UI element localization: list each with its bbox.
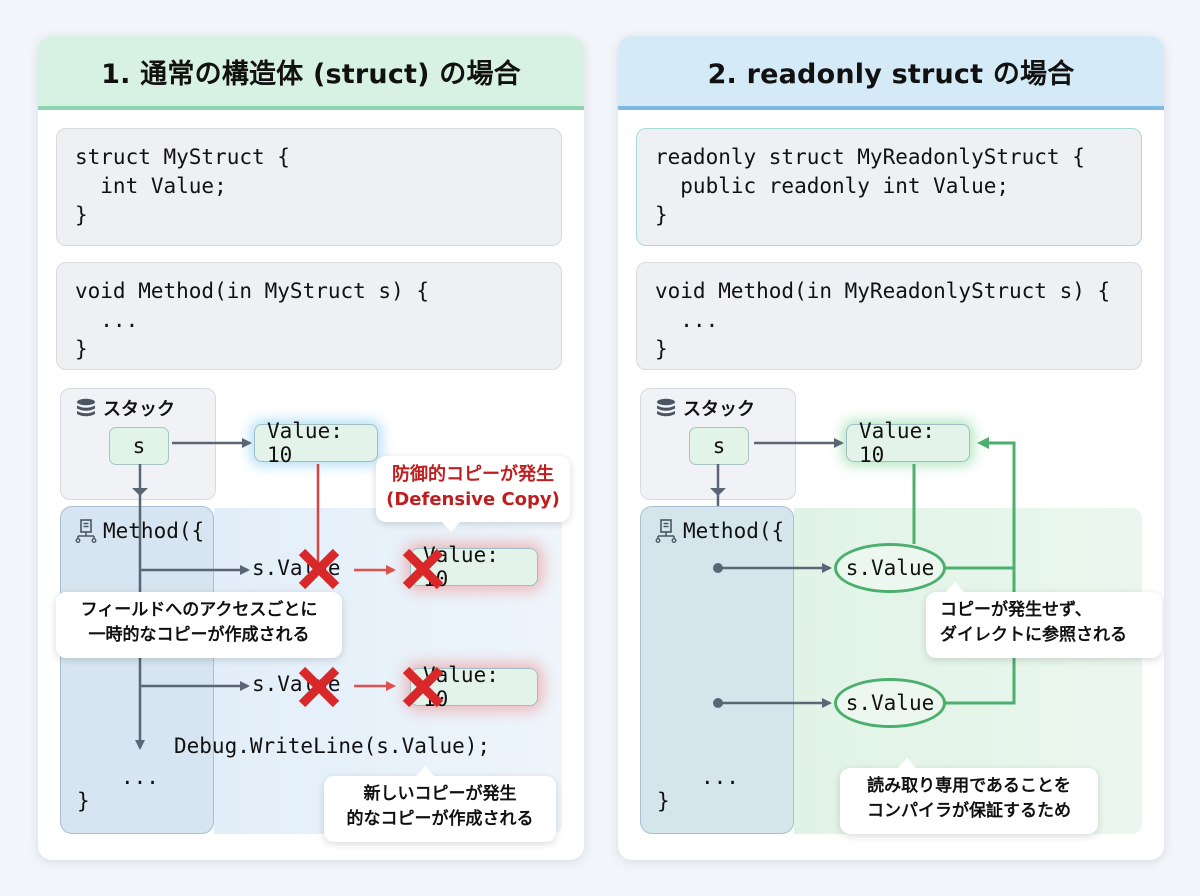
method-signature-code: void Method(in MyStruct s) { ... }	[56, 262, 562, 370]
callout-defensive-copy: 防御的コピーが発生 (Defensive Copy)	[376, 456, 570, 532]
panel-normal-struct: 1. 通常の構造体 (struct) の場合 struct MyStruct {…	[38, 36, 584, 860]
value-node: Value: 10	[254, 419, 378, 467]
panel-title: 1. 通常の構造体 (struct) の場合	[38, 36, 584, 110]
method-frame: Method({ ... }	[60, 506, 214, 834]
cross-icon	[402, 666, 444, 708]
cross-icon	[402, 548, 444, 590]
struct-definition-code: readonly struct MyReadonlyStruct { publi…	[636, 128, 1142, 246]
method-label: Method({	[103, 519, 205, 543]
method-frame: Method({ ... }	[640, 506, 794, 834]
callout-new-copy: 新しいコピーが発生 的なコピーが作成される	[324, 766, 556, 842]
panel-readonly-struct: 2. readonly struct の場合 readonly struct M…	[618, 36, 1164, 860]
field-access-2: s.Value	[834, 678, 946, 728]
ellipsis: ...	[121, 765, 159, 789]
database-icon	[77, 398, 95, 417]
stack-frame: スタック s	[640, 388, 796, 500]
panel-title: 2. readonly struct の場合	[618, 36, 1164, 110]
field-access-1: s.Value	[834, 543, 946, 593]
closing-brace: }	[657, 789, 670, 813]
callout-direct-reference: コピーが発生せず、 ダイレクトに参照される	[926, 582, 1162, 658]
method-label: Method({	[683, 519, 785, 543]
value-node: Value: 10	[846, 419, 970, 467]
ellipsis: ...	[701, 765, 739, 789]
network-node-icon	[655, 519, 677, 543]
cross-icon	[298, 666, 340, 708]
closing-brace: }	[77, 789, 90, 813]
network-node-icon	[75, 519, 97, 543]
stack-frame: スタック s	[60, 388, 216, 500]
callout-compiler-guarantee: 読み取り専用であることを コンパイラが保証するため	[840, 758, 1098, 834]
cross-icon	[298, 548, 340, 590]
database-icon	[657, 398, 675, 417]
stack-variable-s: s	[109, 427, 169, 465]
stack-label: スタック	[683, 399, 755, 420]
stack-label: スタック	[103, 399, 175, 420]
debug-writeline-code: Debug.WriteLine(s.Value);	[174, 734, 491, 758]
stack-variable-s: s	[689, 427, 749, 465]
callout-field-access: フィールドへのアクセスごとに 一時的なコピーが作成される	[56, 592, 342, 658]
method-signature-code: void Method(in MyReadonlyStruct s) { ...…	[636, 262, 1142, 370]
struct-definition-code: struct MyStruct { int Value; }	[56, 128, 562, 246]
